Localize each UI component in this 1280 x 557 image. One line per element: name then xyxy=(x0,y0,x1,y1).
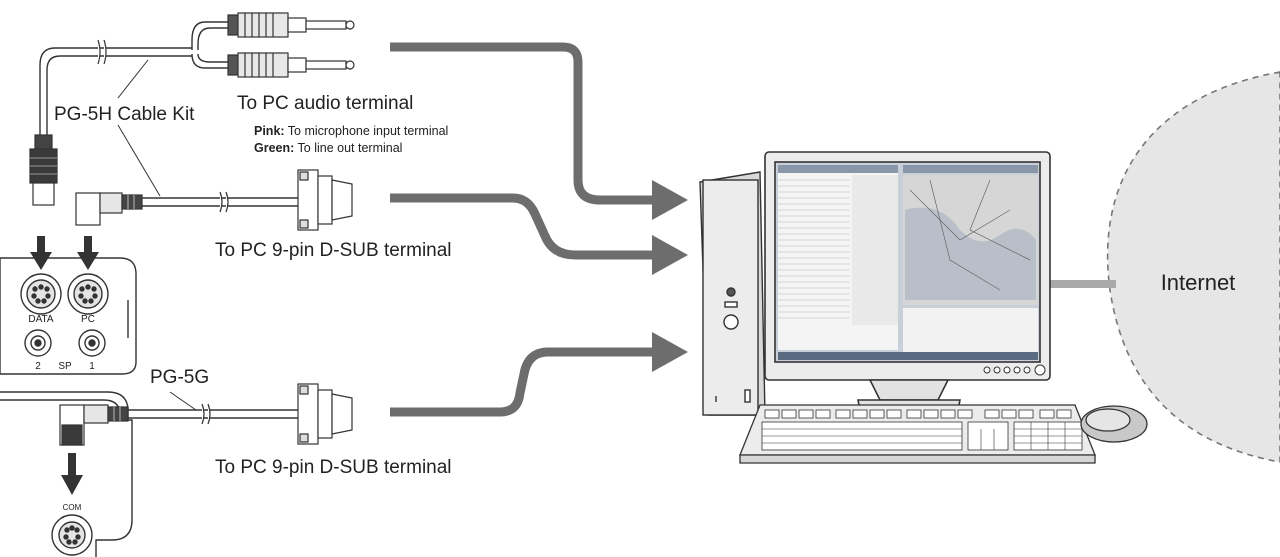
sp-label: SP xyxy=(58,361,72,372)
green-key: Green: xyxy=(254,141,295,155)
com-port xyxy=(51,514,93,556)
pg5g-angle-plug xyxy=(59,404,129,446)
audio-jack-plug-green xyxy=(227,52,355,78)
pg5g-label: PG-5G xyxy=(150,367,210,388)
mouse xyxy=(1080,405,1148,443)
sp-1-label: 1 xyxy=(89,361,95,372)
pink-text: To microphone input terminal xyxy=(284,124,449,138)
pc-tower xyxy=(699,171,766,416)
arrow-dsub-upper xyxy=(390,193,655,260)
dsub-connector-lower xyxy=(297,383,353,445)
pg5g-cable-break xyxy=(201,403,211,425)
pg5h-cable-breaks xyxy=(97,39,107,65)
internet-label: Internet xyxy=(1161,270,1236,295)
keyboard xyxy=(739,404,1096,464)
dsub-upper-label: To PC 9-pin D-SUB terminal xyxy=(215,240,452,261)
monitor-screen-contents xyxy=(778,165,1038,360)
speaker-port-2 xyxy=(24,329,52,357)
green-note: Green: To line out terminal xyxy=(254,141,402,155)
pink-note: Pink: To microphone input terminal xyxy=(254,124,448,138)
internet-cloud xyxy=(1106,71,1280,463)
pg5g-cable xyxy=(128,409,298,419)
arrow-dsub-lower xyxy=(390,347,655,417)
arrow-audio xyxy=(390,42,655,205)
audio-jack-plug-pink xyxy=(227,12,355,38)
data-din-plug xyxy=(29,134,58,206)
dsub-connector-upper xyxy=(297,169,353,231)
label-leader-lines xyxy=(117,59,197,411)
internet-connection-line xyxy=(1048,280,1116,288)
cable-kit-label: PG-5H Cable Kit xyxy=(54,104,195,125)
arrow-audio-head xyxy=(652,180,688,220)
com-port-label: COM xyxy=(63,503,82,512)
pc-port xyxy=(67,273,109,315)
dsub-lower-label: To PC 9-pin D-SUB terminal xyxy=(215,457,452,478)
arrow-dsub-lower-head xyxy=(652,332,688,372)
data-port-label: DATA xyxy=(28,314,54,325)
green-text: To line out terminal xyxy=(294,141,403,155)
audio-terminal-label: To PC audio terminal xyxy=(237,93,414,114)
pc-port-label: PC xyxy=(81,314,95,325)
down-arrow-pc xyxy=(77,236,99,270)
pc-angle-plug xyxy=(75,192,143,226)
pg5h-audio-cable xyxy=(39,21,228,135)
down-arrow-com xyxy=(61,453,83,495)
transceiver-rear-panel xyxy=(0,257,137,375)
speaker-port-1 xyxy=(78,329,106,357)
down-arrow-data xyxy=(30,236,52,270)
pink-key: Pink: xyxy=(254,124,285,138)
pc-dsub-cable-upper-break xyxy=(219,191,229,213)
arrow-dsub-upper-head xyxy=(652,235,688,275)
sp-2-label: 2 xyxy=(35,361,41,372)
data-port xyxy=(20,273,62,315)
